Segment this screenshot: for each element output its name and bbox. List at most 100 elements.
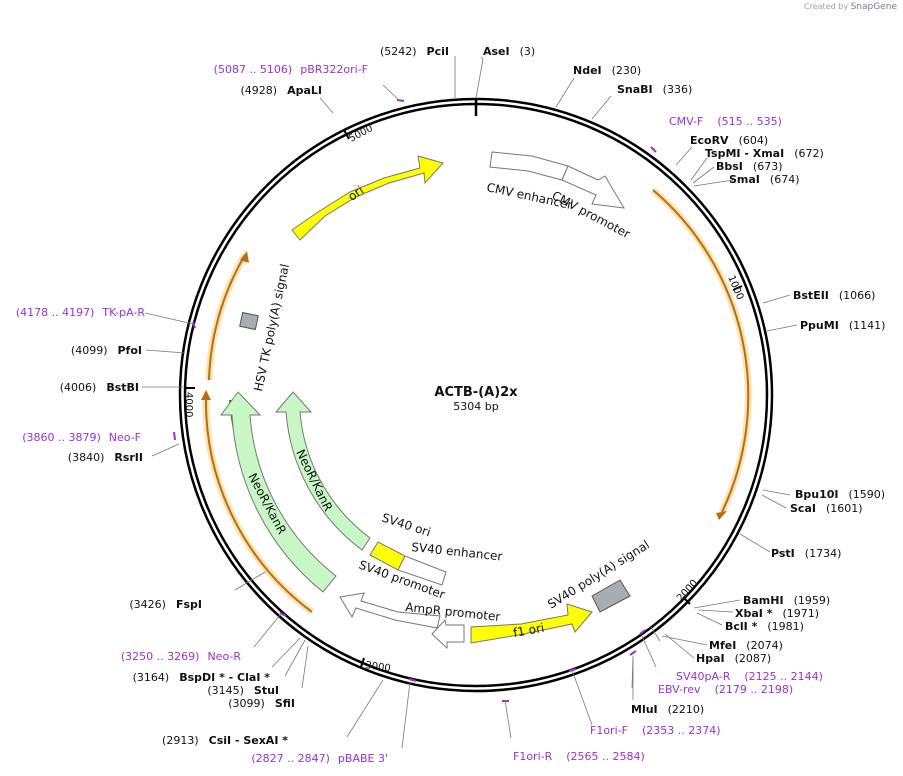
- primer-label-text: (3860 .. 3879)Neo-F: [22, 431, 141, 444]
- sv40-polya-feature: SV40 poly(A) signal: [545, 538, 652, 613]
- site-label-text: (3164) BspDI * - ClaI *: [133, 671, 271, 684]
- site-position: (4928): [241, 84, 278, 97]
- site-position: (674): [770, 173, 800, 186]
- site-position: (3): [520, 45, 536, 58]
- primer-range: (2827 .. 2847): [251, 752, 330, 765]
- primer-range: (2179 .. 2198): [715, 683, 794, 696]
- site-label: BclI * (1981): [725, 620, 804, 633]
- site-name: PpuMI: [800, 319, 839, 332]
- neo-kanr-inner-label: NeoR/KanR: [293, 447, 335, 513]
- primer-label-text: EBV-rev(2179 .. 2198): [658, 683, 793, 696]
- primer-label: F1ori-F(2353 .. 2374): [590, 724, 721, 737]
- site-position: (1981): [767, 620, 804, 633]
- watermark-prefix: Created by: [804, 2, 849, 11]
- site-label-text: PstI(1734): [771, 547, 841, 560]
- neo-kanr-inner-feature: NeoR/KanR: [274, 391, 371, 551]
- site-position: (673): [753, 160, 783, 173]
- site-name: RsrII: [114, 451, 143, 464]
- site-label-text: PpuMI(1141): [800, 319, 885, 332]
- site-name: EcoRV: [690, 134, 729, 147]
- site-label: (3840) RsrII: [68, 451, 143, 464]
- hsv-tk-polya-label: HSV TK poly(A) signal: [251, 263, 292, 393]
- site-position: (4006): [60, 381, 97, 394]
- primer-marks: [173, 99, 657, 702]
- site-label-text: NdeI(230): [573, 64, 641, 77]
- primer-label: (5087 .. 5106) pBR322ori-F: [214, 63, 368, 76]
- sv40-enhancer-label: SV40 enhancer: [411, 540, 503, 563]
- site-label: SnaBI(336): [617, 83, 692, 96]
- site-label-text: (5242) PciI: [380, 45, 449, 58]
- site-position: (3164): [133, 671, 170, 684]
- site-name: BclI *: [725, 620, 758, 633]
- site-name: BbsI: [716, 160, 743, 173]
- tick-4000: 4000: [183, 387, 195, 417]
- site-label: (4006) BstBI: [60, 381, 139, 394]
- site-label-text: (3840) RsrII: [68, 451, 143, 464]
- primer-label-text: (5087 .. 5106) pBR322ori-F: [214, 63, 368, 76]
- site-label: Bpu10I(1590): [795, 488, 885, 501]
- site-label: EcoRV(604): [690, 134, 768, 147]
- site-label: MfeI(2074): [709, 639, 783, 652]
- site-name: PfoI: [118, 344, 143, 357]
- primer-name: pBR322ori-F: [300, 63, 368, 76]
- site-label-text: (3426)FspI: [129, 598, 202, 611]
- site-position: (1601): [826, 502, 863, 515]
- site-position: (230): [612, 64, 642, 77]
- site-position: (3840): [68, 451, 105, 464]
- snapgene-watermark: Created by SnapGene: [804, 2, 897, 12]
- primer-name: Neo-R: [207, 650, 241, 663]
- site-label-text: (2913)CsiI - SexAI *: [162, 734, 288, 747]
- site-label-text: EcoRV(604): [690, 134, 768, 147]
- primer-label-text: (2827 .. 2847) pBABE 3': [251, 752, 388, 765]
- site-name: BstBI: [106, 381, 139, 394]
- site-position: (5242): [380, 45, 417, 58]
- primer-label: EBV-rev(2179 .. 2198): [658, 683, 793, 696]
- primer-range: (3250 .. 3269): [121, 650, 200, 663]
- site-label: (4928) ApaLI: [241, 84, 323, 97]
- primer-label: (3250 .. 3269) Neo-R: [121, 650, 241, 663]
- site-label-text: Bpu10I(1590): [795, 488, 885, 501]
- primer-range: (3860 .. 3879): [22, 431, 101, 444]
- backbone: [178, 97, 774, 693]
- site-position: (2210): [668, 703, 705, 716]
- site-label-text: BamHI(1959): [743, 594, 830, 607]
- site-position: (1734): [805, 547, 842, 560]
- site-name: BspDI * - ClaI *: [179, 671, 270, 684]
- site-position: (2087): [735, 652, 772, 665]
- features: ori CMV enhancer CMV promoter HSV TK pol…: [220, 151, 652, 650]
- primer-label: SV40pA-R(2125 .. 2144): [676, 670, 823, 683]
- site-label: XbaI *(1971): [735, 607, 819, 620]
- site-name: PciI: [427, 45, 449, 58]
- primer-name: F1ori-R: [513, 750, 553, 763]
- site-label: PpuMI(1141): [800, 319, 885, 332]
- site-name: HpaI: [696, 652, 725, 665]
- restriction-site-labels: AseI(3)(5242)PciINdeI(230)SnaBI(336)EcoR…: [60, 45, 886, 747]
- site-label-text: (3145)StuI: [207, 684, 279, 697]
- site-label-text: BbsI (673): [716, 160, 783, 173]
- site-name: ApaLI: [287, 84, 322, 97]
- hsv-tk-polya-feature: HSV TK poly(A) signal: [239, 263, 292, 393]
- site-position: (336): [663, 83, 693, 96]
- primer-name: TK-pA-R: [101, 306, 145, 319]
- orf-arc-right: [650, 187, 752, 520]
- primer-range: (5087 .. 5106): [214, 63, 293, 76]
- orf-arc-left-outer: [201, 390, 315, 615]
- site-name: XbaI *: [735, 607, 773, 620]
- site-label: BbsI (673): [716, 160, 783, 173]
- site-label-text: BclI * (1981): [725, 620, 804, 633]
- site-position: (4099): [71, 344, 108, 357]
- site-label: (3145)StuI: [207, 684, 279, 697]
- primer-name: F1ori-F: [590, 724, 628, 737]
- primer-labels: CMV-F(515 .. 535)SV40pA-R(2125 .. 2144)E…: [16, 63, 823, 765]
- site-name: MluI: [631, 703, 658, 716]
- site-position: (2913): [162, 734, 199, 747]
- primer-label-text: SV40pA-R(2125 .. 2144): [676, 670, 823, 683]
- map-title: ACTB-(A)2x 5304 bp: [434, 385, 518, 413]
- site-name: StuI: [254, 684, 279, 697]
- primer-name: pBABE 3': [338, 752, 388, 765]
- site-name: BamHI: [743, 594, 784, 607]
- site-label: TspMI - XmaI(672): [705, 147, 824, 160]
- site-name: TspMI - XmaI: [705, 147, 784, 160]
- primer-label-text: F1ori-R(2565 .. 2584): [513, 750, 645, 763]
- primer-label-text: (3250 .. 3269) Neo-R: [121, 650, 241, 663]
